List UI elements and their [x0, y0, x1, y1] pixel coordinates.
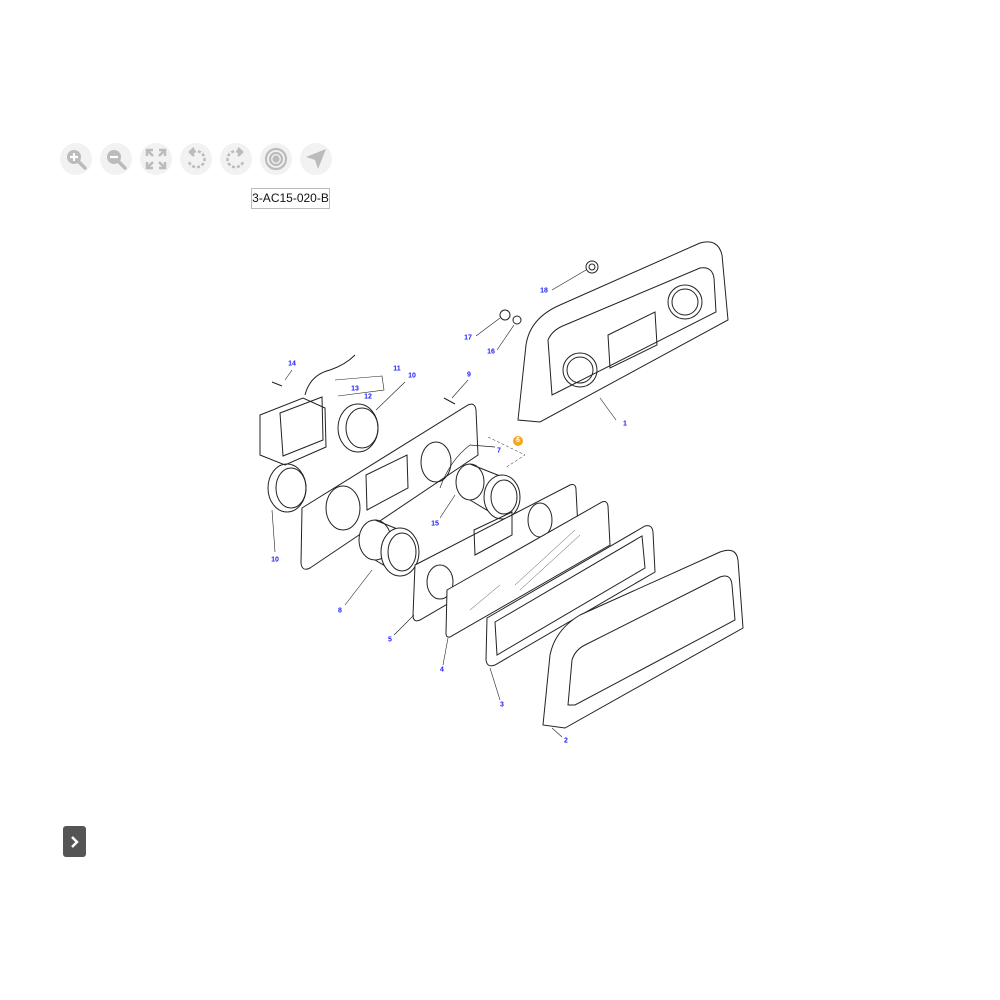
callout-14[interactable]: 14 — [288, 360, 296, 368]
rotate-left-button[interactable] — [180, 143, 212, 175]
rotate-right-icon — [226, 147, 245, 169]
part-7-harness — [439, 436, 526, 489]
callout-9[interactable]: 9 — [467, 371, 471, 379]
callout-12[interactable]: 12 — [364, 393, 372, 401]
part-10-bezel-ring-lower — [267, 463, 307, 553]
callout-17[interactable]: 17 — [464, 334, 472, 342]
callout-16[interactable]: 16 — [487, 348, 495, 356]
part-11-module — [259, 354, 385, 466]
callout-11[interactable]: 11 — [393, 365, 401, 373]
part-panel-plate — [300, 403, 479, 570]
part-8-gauge — [344, 519, 420, 606]
callout-3[interactable]: 3 — [500, 701, 504, 709]
zoom-in-button[interactable] — [60, 143, 92, 175]
zoom-in-icon — [67, 150, 87, 170]
callout-2[interactable]: 2 — [564, 737, 568, 745]
part-1-housing — [517, 241, 729, 423]
zoom-out-icon — [107, 150, 127, 170]
callout-7[interactable]: 7 — [497, 447, 501, 455]
fit-button[interactable] — [140, 143, 172, 175]
part-10-bezel-ring — [337, 381, 406, 453]
rotate-left-icon — [187, 147, 206, 169]
part-14-screw — [271, 369, 293, 387]
callout-4[interactable]: 4 — [440, 666, 444, 674]
callout-15[interactable]: 15 — [431, 520, 439, 528]
part-2-front-bezel — [542, 549, 744, 738]
viewer-toolbar — [60, 143, 332, 175]
callout-5[interactable]: 5 — [388, 636, 392, 644]
callout-18[interactable]: 18 — [540, 287, 548, 295]
part-3-seal — [485, 525, 656, 701]
expand-icon — [145, 148, 167, 170]
callout-10-lower[interactable]: 10 — [271, 556, 279, 564]
rotate-right-button[interactable] — [220, 143, 252, 175]
part-16-washer — [496, 315, 522, 351]
target-icon — [264, 147, 288, 171]
zoom-out-button[interactable] — [100, 143, 132, 175]
callout-10[interactable]: 10 — [408, 372, 416, 380]
callout-13[interactable]: 13 — [351, 385, 359, 393]
diagram-code-label: 3-AC15-020-B — [251, 188, 330, 209]
callout-1[interactable]: 1 — [623, 420, 627, 428]
navigate-button[interactable] — [300, 143, 332, 175]
part-17-nut — [475, 309, 511, 337]
part-18-grommet — [551, 260, 599, 291]
chevron-right-icon — [70, 835, 79, 848]
callout-8[interactable]: 8 — [338, 607, 342, 615]
part-15-gauge — [439, 463, 521, 520]
callout-6-highlighted[interactable]: 6 — [513, 436, 523, 446]
next-panel-button[interactable] — [63, 826, 86, 857]
navigation-arrow-icon — [306, 149, 326, 169]
target-button[interactable] — [260, 143, 292, 175]
part-9-screw — [443, 379, 469, 405]
part-4-glass — [442, 501, 611, 666]
